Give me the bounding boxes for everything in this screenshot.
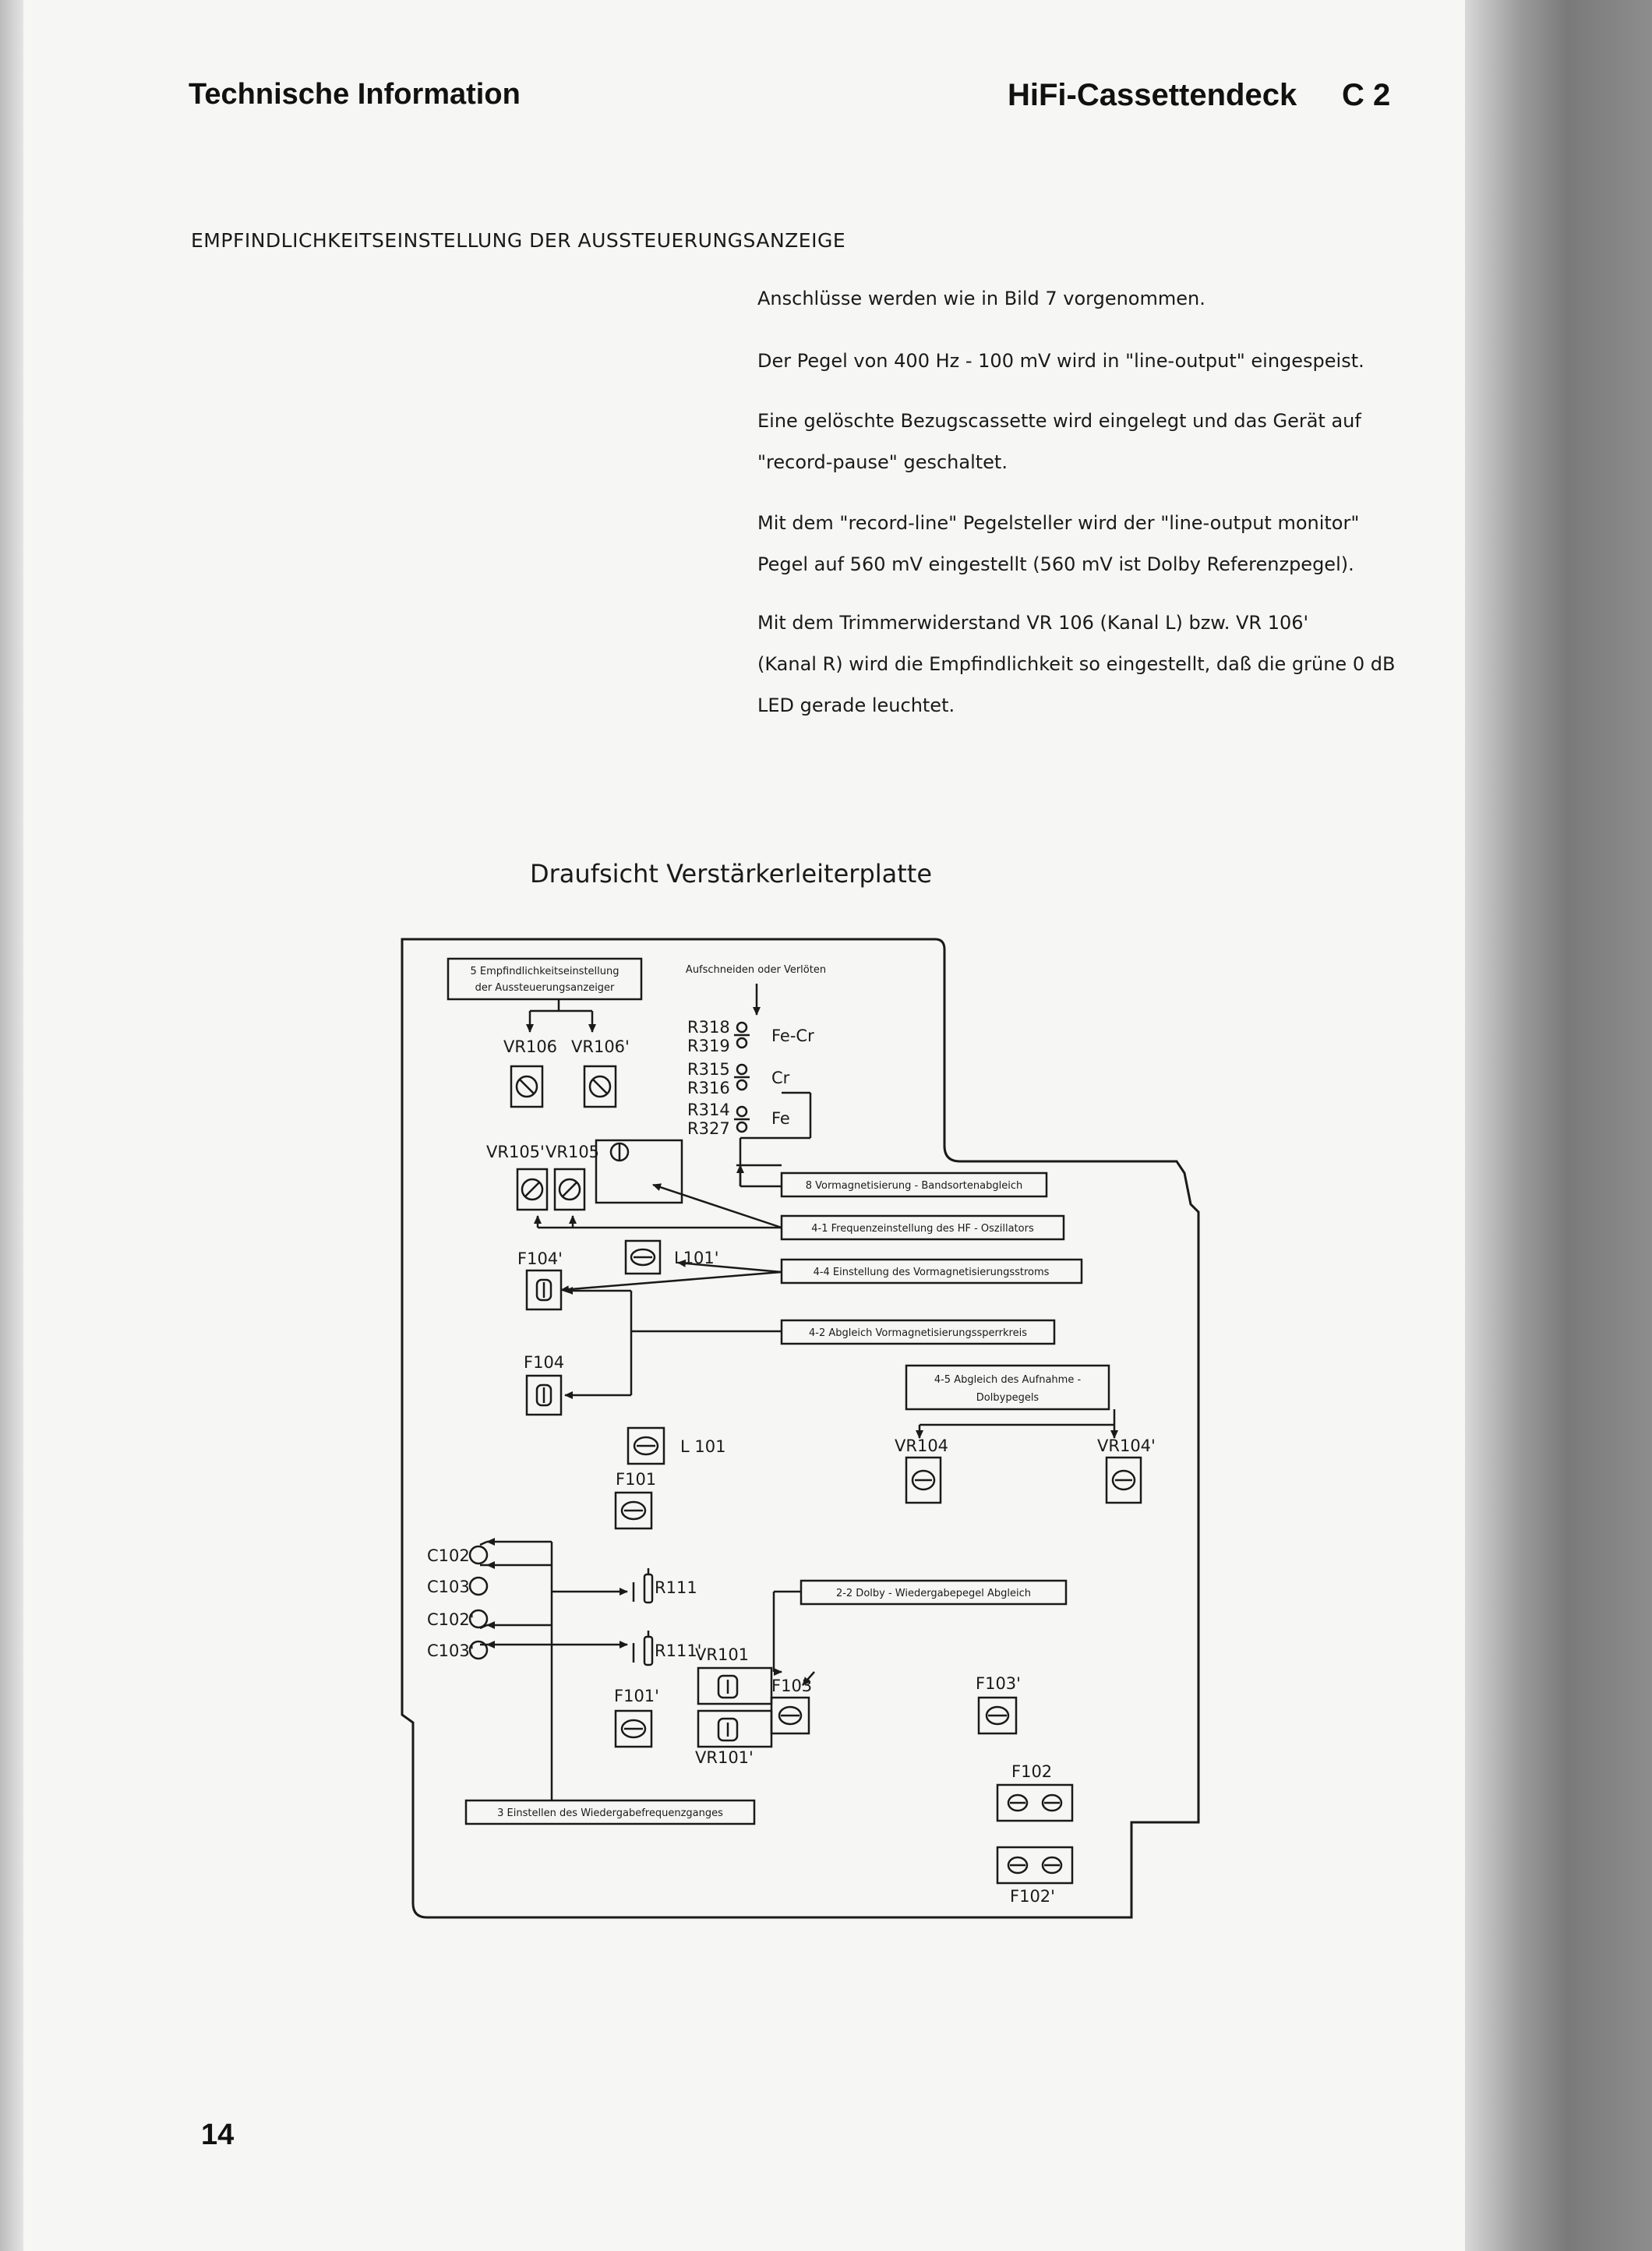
box-4-5-text-2: Dolbypegels [976,1392,1040,1404]
box-5-text-1: 5 Empfindlichkeitseinstellung [470,966,619,977]
label-r314: R314 [687,1101,730,1119]
box-4-1 [780,1214,1065,1241]
box-8 [780,1171,1048,1198]
board-outline [401,938,1200,1919]
box-4-5-text-1: 4-5 Abgleich des Aufnahme - [934,1374,1082,1386]
label-vr101: VR101 [695,1645,749,1664]
box-4-5 [905,1364,1110,1411]
label-f101p: F101' [614,1687,659,1705]
label-f104: F104 [524,1353,564,1372]
header-product: HiFi-Cassettendeck [1008,78,1297,112]
label-vr106: VR106 [503,1037,557,1056]
label-cr: Cr [771,1069,790,1087]
label-l101: L 101 [680,1437,725,1456]
label-c103: C103 [427,1578,470,1596]
label-c103p: C103' [427,1641,475,1660]
header-title: Technische Information [189,78,521,111]
diagram-title: Draufsicht Verstärkerleiterplatte [530,859,933,889]
label-r315: R315 [687,1060,730,1079]
label-r316: R316 [687,1079,730,1097]
box-4-4 [780,1258,1083,1285]
paragraph-3: Eine gelöschte Bezugscassette wird einge… [757,410,1361,473]
label-fe: Fe [771,1109,790,1128]
label-f103p: F103' [976,1674,1021,1693]
box-3 [464,1799,756,1825]
box-4-1-text: 4-1 Frequenzeinstellung des HF - Oszilla… [811,1223,1034,1235]
box-3-text: 3 Einstellen des Wiedergabefrequenzgange… [497,1808,723,1819]
paragraph-5: Mit dem Trimmerwiderstand VR 106 (Kanal … [757,612,1396,716]
label-vr106p: VR106' [571,1037,630,1056]
document-page [23,0,1465,2251]
paragraph-2: Der Pegel von 400 Hz - 100 mV wird in "l… [757,350,1364,372]
cut-label: Aufschneiden oder Verlöten [686,964,826,976]
header-model-code: C 2 [1342,78,1391,112]
box-5-text-2: der Aussteuerungsanzeiger [475,982,615,994]
label-fe-cr: Fe-Cr [771,1027,814,1045]
label-f104p: F104' [517,1249,563,1268]
box-4-2-text: 4-2 Abgleich Vormagnetisierungssperrkrei… [809,1327,1027,1339]
label-r318: R318 [687,1018,730,1037]
box-8-text: 8 Vormagnetisierung - Bandsortenabgleich [806,1180,1022,1192]
label-f101: F101 [616,1470,656,1489]
label-c102: C102 [427,1546,470,1565]
section-title: EMPFINDLICHKEITSEINSTELLUNG DER AUSSTEUE… [191,229,846,252]
box-2-2-text: 2-2 Dolby - Wiedergabepegel Abgleich [836,1588,1031,1599]
label-vr105p: VR105' [486,1143,545,1161]
label-vr104: VR104 [895,1436,948,1455]
label-vr105: VR105 [545,1143,599,1161]
label-vr101p: VR101' [695,1748,754,1767]
binding-shadow-left [0,0,23,2251]
label-vr104p: VR104' [1097,1436,1156,1455]
paragraph-4: Mit dem "record-line" Pegelsteller wird … [757,512,1360,575]
label-r327: R327 [687,1119,730,1138]
label-c102p: C102' [427,1610,475,1629]
paragraph-1: Anschlüsse werden wie in Bild 7 vorgenom… [757,288,1205,309]
page-number: 14 [201,2118,235,2151]
label-l101p: L101' [674,1249,719,1267]
label-r111p: R111' [655,1641,701,1660]
box-4-2 [780,1319,1056,1345]
label-f102: F102 [1011,1762,1052,1781]
label-r111: R111 [655,1578,697,1597]
box-4-4-text: 4-4 Einstellung des Vormagnetisierungsst… [814,1267,1050,1278]
label-f103: F103 [771,1677,812,1695]
label-r319: R319 [687,1037,730,1055]
box-2-2 [800,1579,1068,1606]
box-5 [447,957,643,1001]
label-f102p: F102' [1010,1887,1055,1906]
binding-shadow-right [1465,0,1652,2251]
